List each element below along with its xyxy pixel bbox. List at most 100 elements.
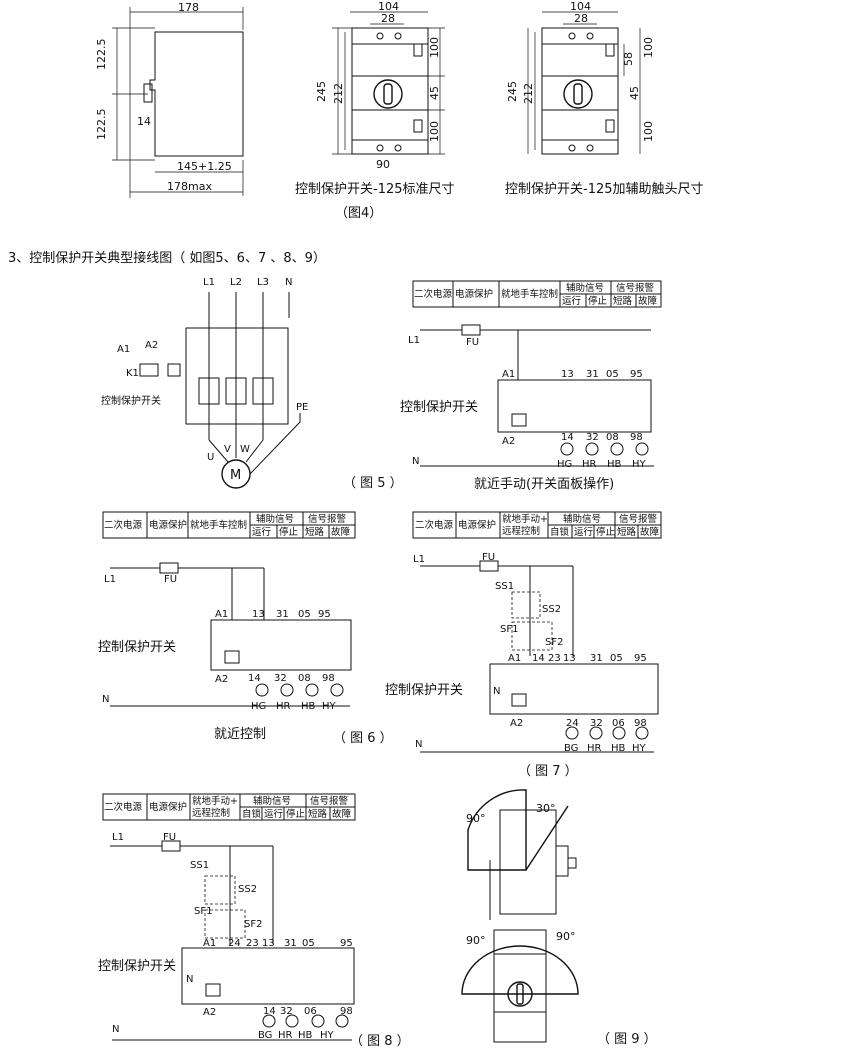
- hdr-stop: 停止: [596, 526, 616, 538]
- label-SS2: SS2: [542, 604, 561, 615]
- hdr-power: 二次电源: [415, 519, 454, 531]
- angle-90-top: 90°: [466, 812, 486, 825]
- lamp-HG: HG: [557, 459, 572, 470]
- label-L1: L1: [408, 335, 420, 346]
- lamp-HY: HY: [320, 1030, 335, 1041]
- label-N: N: [412, 456, 419, 467]
- terminal-24: 24: [566, 718, 579, 729]
- terminal-14: 14: [561, 432, 574, 443]
- fig7-remote-control: 二次电源 电源保护 就地手动+ 远程控制 辅助信号 信号报警 自锁 运行 停止 …: [385, 511, 662, 779]
- terminal-31: 31: [284, 938, 297, 949]
- label-K1: K1: [126, 368, 139, 379]
- dim-212-r: 212: [522, 83, 535, 104]
- terminal-08: 08: [606, 432, 619, 443]
- label-FU: FU: [466, 337, 479, 348]
- hdr-short: 短路: [613, 295, 633, 307]
- label-SF1: SF1: [194, 906, 212, 917]
- dim-104: 104: [378, 0, 399, 13]
- fig4-front-view-standard: 104 28 245 212 100 45 100 90 控制保护开关-125标…: [295, 0, 455, 197]
- label-FU: FU: [482, 552, 495, 563]
- dim-100-bottom: 100: [428, 121, 441, 142]
- hdr-alarm: 信号报警: [308, 513, 347, 525]
- dim-245: 245: [315, 81, 328, 102]
- dim-100-top: 100: [428, 37, 441, 58]
- lamp-HR: HR: [587, 743, 602, 754]
- terminal-98: 98: [630, 432, 643, 443]
- label-FU: FU: [164, 574, 177, 585]
- panel-a-device: 控制保护开关: [400, 400, 478, 415]
- hdr-aux: 辅助信号: [256, 513, 294, 525]
- fig8-label: （ 图 8 ）: [350, 1034, 410, 1048]
- dim-45: 45: [428, 86, 441, 100]
- label-L1: L1: [203, 277, 215, 288]
- label-N: N: [285, 277, 292, 288]
- dim-122-5-top: 122.5: [95, 39, 108, 71]
- dim-212: 212: [332, 83, 345, 104]
- label-SF2: SF2: [244, 919, 262, 930]
- dim-104-r: 104: [570, 0, 591, 13]
- hdr-control: 就地手车控制: [190, 519, 247, 531]
- panel-a-local-manual: 二次电源 电源保护 就地手车控制 辅助信号 信号报警 运行 停止 短路 故障 L…: [400, 280, 662, 492]
- label-A1: A1: [117, 344, 130, 355]
- hdr-stop: 停止: [588, 295, 608, 307]
- lamp-HB: HB: [611, 743, 626, 754]
- label-N-inner: N: [186, 974, 193, 985]
- lamp-HR: HR: [582, 459, 597, 470]
- terminal-95: 95: [630, 369, 643, 380]
- terminal-05: 05: [302, 938, 315, 949]
- label-L3: L3: [257, 277, 269, 288]
- label-L1: L1: [104, 574, 116, 585]
- dim-178: 178: [178, 1, 199, 14]
- label-A1: A1: [215, 609, 228, 620]
- hdr-selflock: 自锁: [242, 808, 262, 820]
- label-A2: A2: [502, 436, 515, 447]
- terminal-32: 32: [590, 718, 603, 729]
- terminal-14: 14: [263, 1006, 276, 1017]
- terminal-05: 05: [610, 653, 623, 664]
- lamp-HB: HB: [607, 459, 622, 470]
- label-PE: PE: [296, 402, 308, 413]
- dim-245-r: 245: [506, 81, 519, 102]
- terminal-14-top: 14: [532, 653, 545, 664]
- angle-30: 30°: [536, 802, 556, 815]
- hdr-alarm: 信号报警: [616, 282, 655, 294]
- fig6-label: （ 图 6 ）: [333, 731, 393, 746]
- fig9-label: （ 图 9 ）: [597, 1032, 657, 1047]
- hdr-fault: 故障: [640, 526, 660, 538]
- hdr-stop: 停止: [286, 808, 306, 820]
- terminal-31: 31: [586, 369, 599, 380]
- label-A2: A2: [145, 340, 158, 351]
- angle-90-left: 90°: [466, 934, 486, 947]
- label-N: N: [102, 694, 109, 705]
- fig4-caption-standard: 控制保护开关-125标准尺寸: [295, 182, 455, 197]
- terminal-95: 95: [634, 653, 647, 664]
- hdr-aux: 辅助信号: [563, 513, 601, 525]
- hdr-aux: 辅助信号: [566, 282, 604, 294]
- dim-14: 14: [137, 115, 151, 128]
- label-SF2: SF2: [545, 637, 563, 648]
- hdr-alarm: 信号报警: [619, 513, 658, 525]
- label-A2: A2: [203, 1007, 216, 1018]
- dim-90: 90: [376, 158, 390, 171]
- label-FU: FU: [163, 832, 176, 843]
- hdr-aux: 辅助信号: [253, 795, 291, 807]
- terminal-08: 08: [298, 673, 311, 684]
- hdr-run: 运行: [264, 808, 284, 820]
- fig9-handle-angles: 30° 90° 90° 90° （ 图 9 ）: [461, 789, 657, 1047]
- lamp-HY: HY: [632, 459, 647, 470]
- motor-M: M: [230, 468, 241, 483]
- lamp-HR: HR: [278, 1030, 293, 1041]
- hdr-protection: 电源保护: [149, 519, 187, 531]
- terminal-32: 32: [280, 1006, 293, 1017]
- terminal-98: 98: [322, 673, 335, 684]
- panel-a-caption: 就近手动(开关面板操作): [474, 476, 614, 492]
- lamp-HB: HB: [298, 1030, 313, 1041]
- hdr-run: 运行: [574, 526, 594, 538]
- label-A1: A1: [508, 653, 521, 664]
- fig4-caption-aux: 控制保护开关-125加辅助触头尺寸: [505, 182, 704, 197]
- dim-100-bottom-r: 100: [642, 121, 655, 142]
- section-title: 3、控制保护开关典型接线图（ 如图5、6、7 、8、9）: [8, 250, 326, 266]
- terminal-24-top: 24: [228, 938, 241, 949]
- label-A2: A2: [510, 718, 523, 729]
- terminal-13: 13: [252, 609, 265, 620]
